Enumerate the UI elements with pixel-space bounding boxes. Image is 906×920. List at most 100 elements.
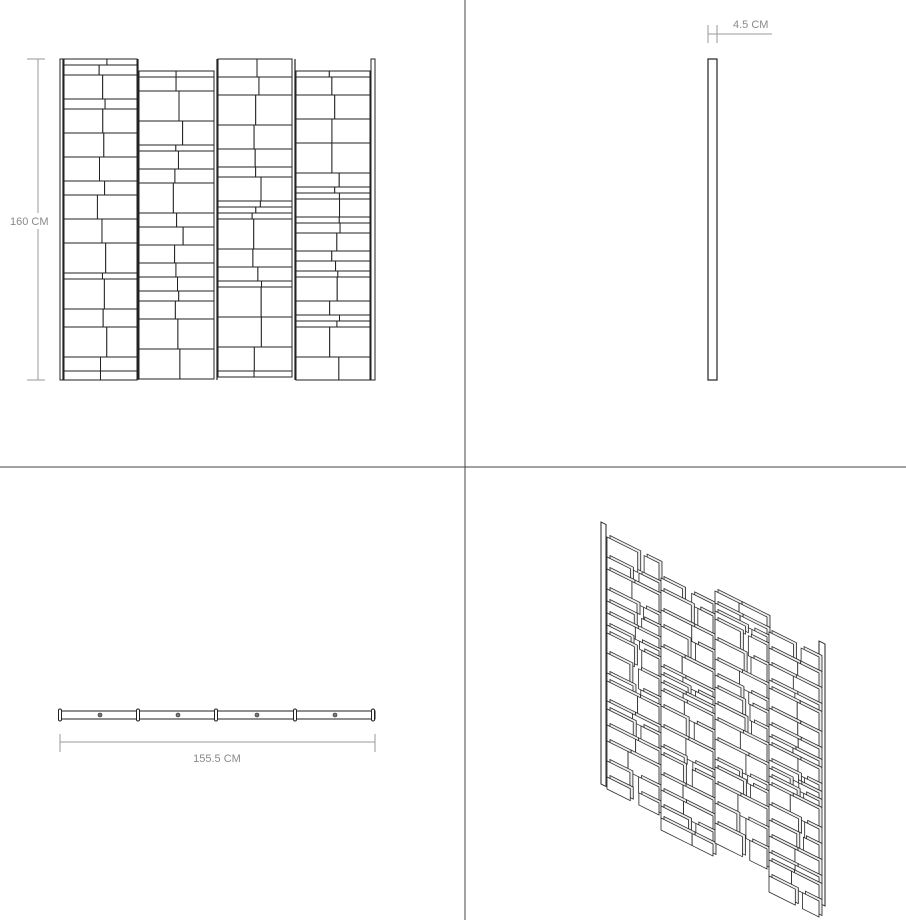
brick <box>138 276 179 292</box>
brick <box>255 94 293 126</box>
brick <box>217 370 255 378</box>
brick <box>182 226 215 246</box>
brick <box>63 370 101 381</box>
brick <box>258 76 293 96</box>
brick <box>295 300 331 316</box>
brick <box>217 316 262 348</box>
brick <box>331 142 371 174</box>
brick <box>339 198 371 218</box>
hinge-dot <box>332 712 338 718</box>
brick <box>175 70 215 78</box>
brick <box>138 226 184 246</box>
brick <box>253 370 293 378</box>
brick <box>338 216 371 224</box>
brick <box>295 260 337 272</box>
brick <box>176 212 215 228</box>
height-label: 160 CM <box>10 216 49 228</box>
brick <box>98 156 138 182</box>
brick <box>138 70 177 78</box>
brick <box>295 222 341 234</box>
hinge-dot <box>175 712 181 718</box>
panel-1 <box>62 58 138 381</box>
brick <box>63 278 105 310</box>
brick <box>63 108 104 134</box>
brick <box>336 320 371 328</box>
brick <box>254 148 293 168</box>
brick <box>174 168 215 184</box>
iso-panel-2 <box>660 575 717 857</box>
brick <box>339 314 371 322</box>
brick <box>295 198 341 218</box>
brick <box>252 248 293 268</box>
brick <box>63 58 108 66</box>
brick <box>217 248 254 268</box>
brick <box>260 316 293 348</box>
brick <box>100 356 138 372</box>
isometric-view <box>600 521 826 918</box>
brick <box>138 182 174 214</box>
brick <box>331 118 371 144</box>
brick <box>260 286 293 318</box>
brick <box>217 346 255 372</box>
brick <box>335 260 371 272</box>
brick <box>138 318 179 350</box>
brick <box>217 148 256 168</box>
brick <box>138 212 178 228</box>
brick <box>295 192 340 200</box>
brick <box>138 262 177 278</box>
brick <box>106 58 138 66</box>
brick <box>138 290 180 302</box>
brick <box>257 266 293 282</box>
iso-panel-3 <box>714 588 771 870</box>
brick <box>295 142 333 174</box>
width-dimension <box>59 734 376 752</box>
brick <box>63 156 100 182</box>
brick <box>175 262 215 278</box>
brick <box>217 124 255 150</box>
brick <box>103 132 138 158</box>
isometric-assembly <box>600 521 826 918</box>
right-post <box>370 58 376 381</box>
brick <box>295 216 340 224</box>
brick <box>295 356 340 381</box>
brick <box>338 172 371 188</box>
brick <box>295 276 338 302</box>
brick <box>334 186 371 194</box>
brick <box>261 280 293 288</box>
iso-panel-4 <box>768 629 823 918</box>
brick <box>104 180 138 196</box>
brick <box>217 206 257 214</box>
brick <box>217 58 258 78</box>
brick <box>63 194 98 220</box>
brick <box>63 98 106 110</box>
brick <box>106 326 138 358</box>
brick <box>328 70 371 78</box>
brick <box>182 120 215 146</box>
brick <box>138 144 177 152</box>
brick <box>295 314 341 322</box>
brick <box>138 244 176 264</box>
brick <box>138 300 176 320</box>
brick <box>98 64 138 76</box>
brick <box>336 276 371 302</box>
connector <box>214 708 218 722</box>
brick <box>138 76 177 92</box>
brick <box>96 194 138 220</box>
iso-brick <box>638 792 660 816</box>
brick <box>217 76 260 96</box>
brick <box>295 320 338 328</box>
connector <box>136 708 140 722</box>
brick <box>138 168 176 184</box>
brick <box>253 346 293 372</box>
brick <box>217 286 262 318</box>
brick <box>63 272 103 280</box>
brick <box>217 200 261 208</box>
brick <box>172 182 215 214</box>
brick <box>174 244 215 264</box>
brick <box>101 272 138 280</box>
brick <box>99 370 138 381</box>
front-view <box>59 58 376 381</box>
brick <box>63 132 105 158</box>
brick <box>101 218 138 244</box>
